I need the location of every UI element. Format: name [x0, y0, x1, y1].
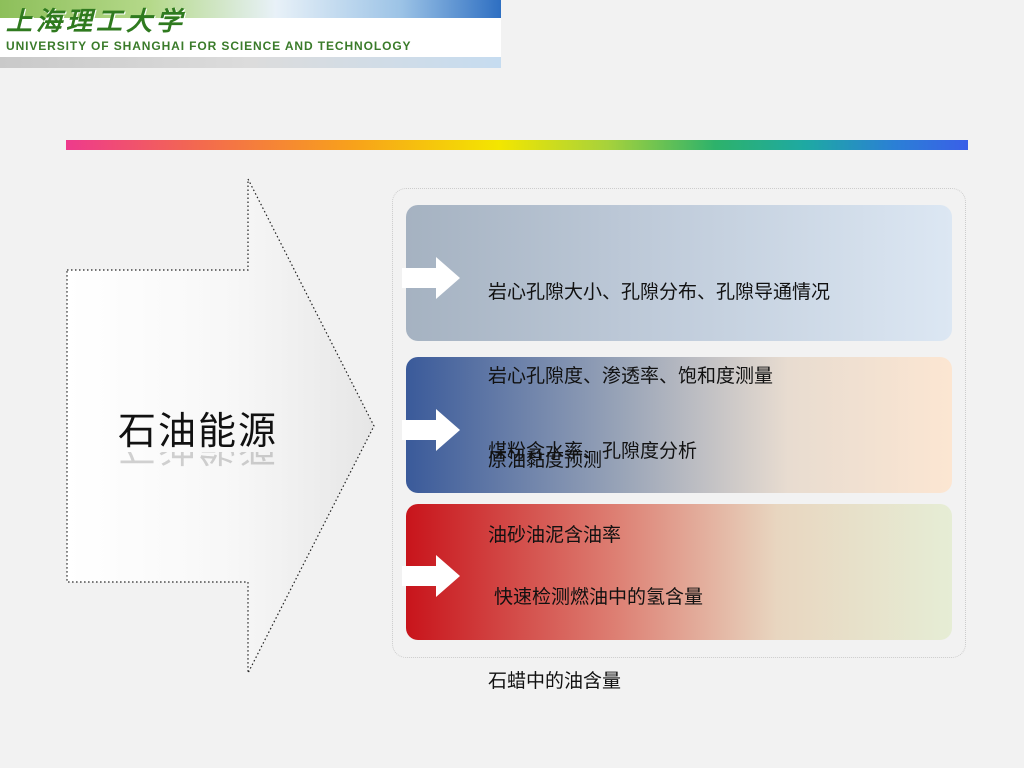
panel-line: 石蜡中的油含量 — [488, 670, 622, 692]
university-banner: 上海理工大学 UNIVERSITY OF SHANGHAI FOR SCIENC… — [0, 0, 501, 68]
arrow-right-icon — [402, 257, 460, 299]
panel-2-text: 煤粉含水率、孔隙度分析 油砂油泥含油率 — [488, 381, 697, 577]
panel-line: 岩心孔隙大小、孔隙分布、孔隙导通情况 — [488, 281, 831, 303]
panels-frame — [392, 188, 966, 658]
main-title: 石油能源 — [118, 409, 279, 453]
panel-line: 原油黏度预测 — [488, 449, 603, 471]
university-name-en: UNIVERSITY OF SHANGHAI FOR SCIENCE AND T… — [6, 39, 412, 53]
panel-1-text: 岩心孔隙大小、孔隙分布、孔隙导通情况 岩心孔隙度、渗透率、饱和度测量 原油黏度预… — [488, 222, 830, 502]
application-panel-1 — [406, 205, 952, 341]
panel-line: 岩心孔隙度、渗透率、饱和度测量 — [488, 365, 774, 387]
application-panel-2 — [406, 357, 952, 493]
big-arrow-shape — [66, 178, 375, 674]
application-panel-3 — [406, 504, 952, 640]
main-title-reflection: 石油能源 — [118, 452, 288, 478]
banner-gradient — [0, 0, 501, 18]
university-logo-cn: 上海理工大学 — [6, 7, 187, 37]
arrow-right-icon — [402, 555, 460, 597]
banner-underline — [0, 57, 501, 68]
panel-line: 快速检测燃油中的氢含量 — [488, 586, 704, 608]
panel-line: 煤粉含水率、孔隙度分析 — [488, 440, 698, 462]
arrow-right-icon — [402, 409, 460, 451]
panel-line: 油砂油泥含油率 — [488, 524, 622, 546]
rainbow-divider — [66, 140, 968, 150]
panel-3-text: 快速检测燃油中的氢含量 石蜡中的油含量 — [488, 527, 703, 723]
